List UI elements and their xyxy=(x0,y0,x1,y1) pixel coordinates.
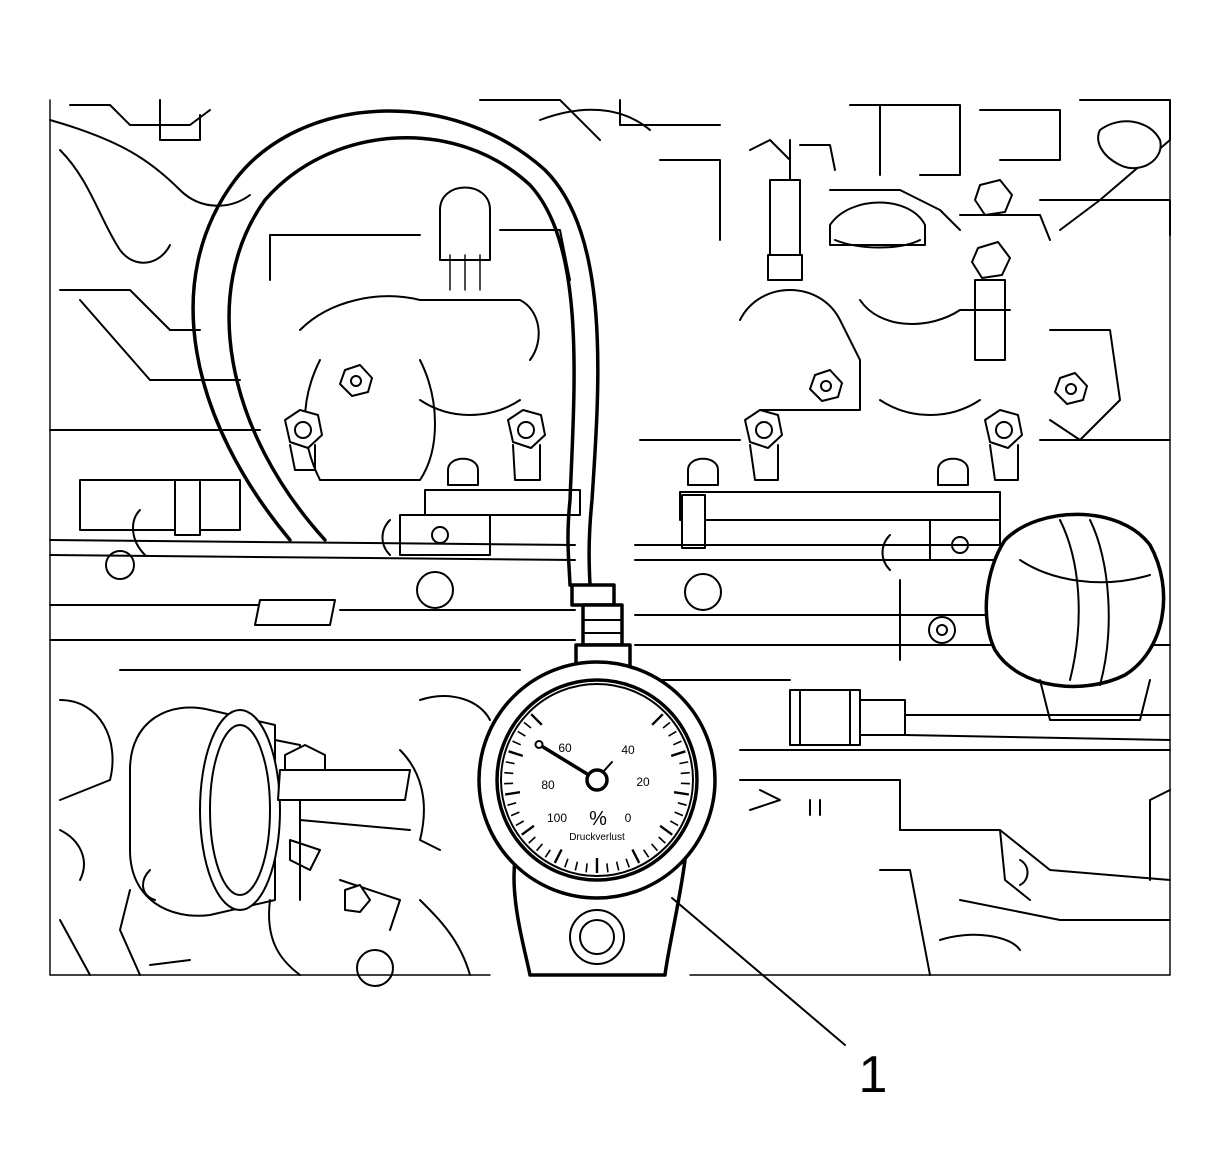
gauge-tick xyxy=(515,820,525,827)
gauge-label-60: 60 xyxy=(558,741,572,755)
callout-1-leader xyxy=(671,897,846,1046)
callout-1: 1 xyxy=(671,897,888,1104)
gauge-tick xyxy=(523,721,532,729)
gauge-tick xyxy=(505,761,515,765)
gauge-tick xyxy=(553,848,563,864)
fuel-rail xyxy=(49,429,1171,571)
gauge-tick xyxy=(672,740,682,746)
gauge-label-100: 100 xyxy=(547,811,567,825)
gauge-tick xyxy=(574,861,579,871)
gauge-tick xyxy=(625,858,630,868)
cylinder-bolts xyxy=(284,409,1023,486)
gauge-label-20: 20 xyxy=(636,775,650,789)
gauge-tick xyxy=(504,791,521,796)
gauge-tick xyxy=(530,713,543,726)
gauge-tick xyxy=(528,836,536,844)
gauge-tick xyxy=(643,849,650,858)
gauge-scale-ticks xyxy=(504,713,690,873)
gauge-tick xyxy=(585,863,588,873)
test-hose xyxy=(191,109,632,674)
gauge-tick xyxy=(679,761,689,765)
gauge-tick xyxy=(535,843,544,852)
gauge-tick xyxy=(517,730,526,737)
gauge-label-80: 80 xyxy=(541,778,555,792)
hex-bolt-group xyxy=(339,364,1088,405)
gauge-tick xyxy=(673,791,690,796)
gauge-unit: % xyxy=(589,808,607,830)
gauge-tick xyxy=(650,843,659,852)
gauge-tick xyxy=(512,740,522,746)
gauge-label-0: 0 xyxy=(625,811,632,825)
gauge-scale-labels: 100 80 60 40 20 0 xyxy=(541,741,650,825)
pressure-loss-gauge: 100 80 60 40 20 0 % Druckverlust xyxy=(477,660,717,977)
gauge-tick xyxy=(564,858,569,868)
gauge-caption: Druckverlust xyxy=(569,832,625,843)
gauge-tick xyxy=(521,824,535,836)
gauge-tick xyxy=(668,730,677,737)
gauge-tick xyxy=(680,771,690,775)
oil-filler-cap xyxy=(984,512,1166,721)
gauge-tick xyxy=(508,750,524,758)
gauge-tick xyxy=(651,713,664,726)
gauge-tick xyxy=(670,750,686,758)
gauge-tick xyxy=(507,802,517,806)
gauge-tick xyxy=(658,836,666,844)
gauge-tick xyxy=(674,811,684,817)
gauge-label-40: 40 xyxy=(621,743,635,757)
gauge-tick xyxy=(677,802,687,806)
gauge-tick xyxy=(662,721,671,729)
gauge-tick xyxy=(669,820,679,827)
gauge-tick xyxy=(615,861,620,871)
gauge-tick xyxy=(659,824,673,836)
gauge-tick xyxy=(544,849,551,858)
gauge-tick xyxy=(504,771,514,775)
throttle-body xyxy=(59,695,491,987)
gauge-tick xyxy=(606,863,609,873)
callout-1-number: 1 xyxy=(859,1046,888,1104)
gauge-tick xyxy=(631,848,641,864)
gauge-tick xyxy=(510,811,520,817)
gauge-needle xyxy=(534,740,613,792)
engine-background xyxy=(49,99,1171,987)
